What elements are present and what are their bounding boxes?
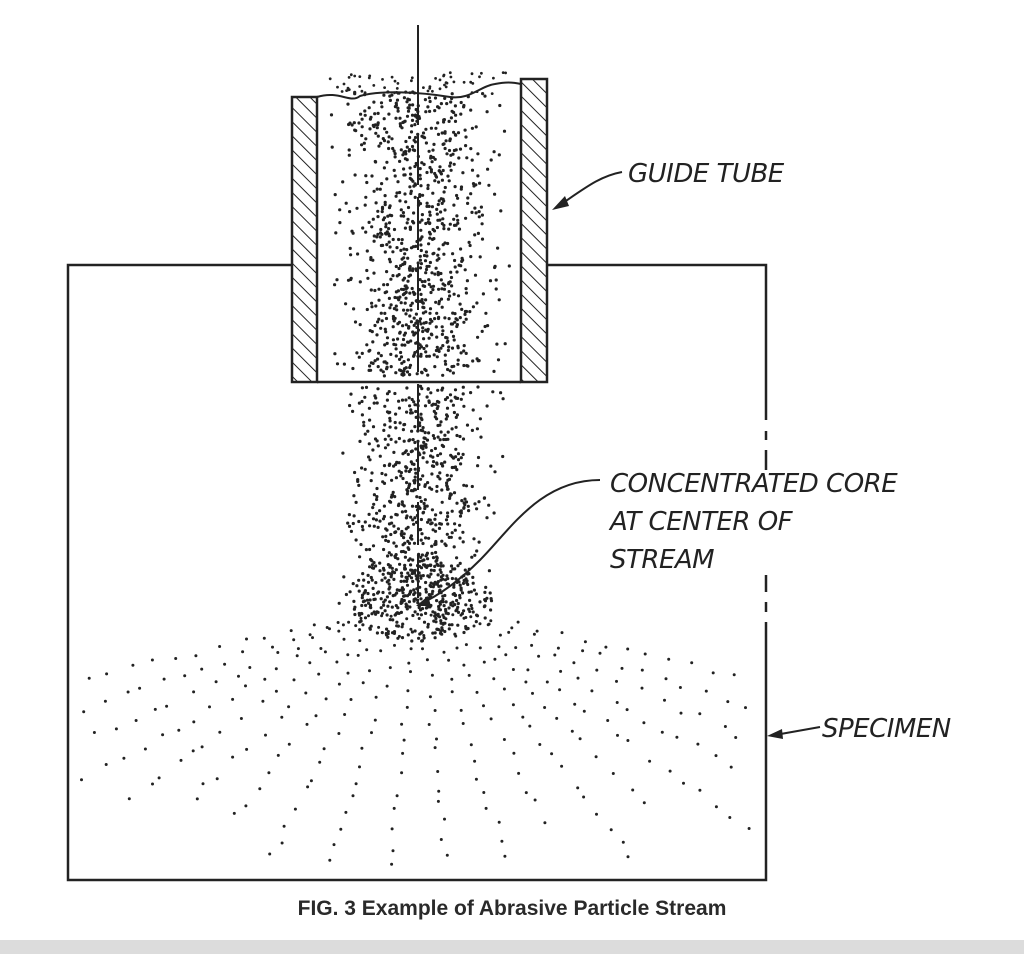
- guide-tube-label: GUIDE TUBE: [628, 159, 785, 189]
- guide-tube-left-wall: [290, 95, 319, 384]
- guide-tube: [290, 77, 549, 384]
- figure-caption: FIG. 3 Example of Abrasive Particle Stre…: [297, 897, 727, 920]
- guide-tube-right-wall: [519, 77, 549, 384]
- particle-fill-surface: [316, 81, 522, 100]
- bottom-divider: [0, 940, 1024, 954]
- guide-tube-arrowhead: [552, 196, 569, 210]
- core-leader: [419, 479, 601, 605]
- specimen-leader: [774, 726, 821, 736]
- core-arrowhead: [416, 596, 431, 606]
- guide-tube-leader: [559, 171, 623, 206]
- leader-arrowheads: [416, 196, 783, 739]
- core-label-line1: CONCENTRATED CORE: [610, 469, 898, 499]
- specimen-label: SPECIMEN: [822, 714, 951, 744]
- core-label-line2: AT CENTER OF: [608, 507, 794, 537]
- specimen-outline: [66, 263, 768, 882]
- core-label-line3: STREAM: [610, 545, 714, 575]
- abrasive-particles: [80, 71, 751, 866]
- specimen-arrowhead: [767, 729, 783, 739]
